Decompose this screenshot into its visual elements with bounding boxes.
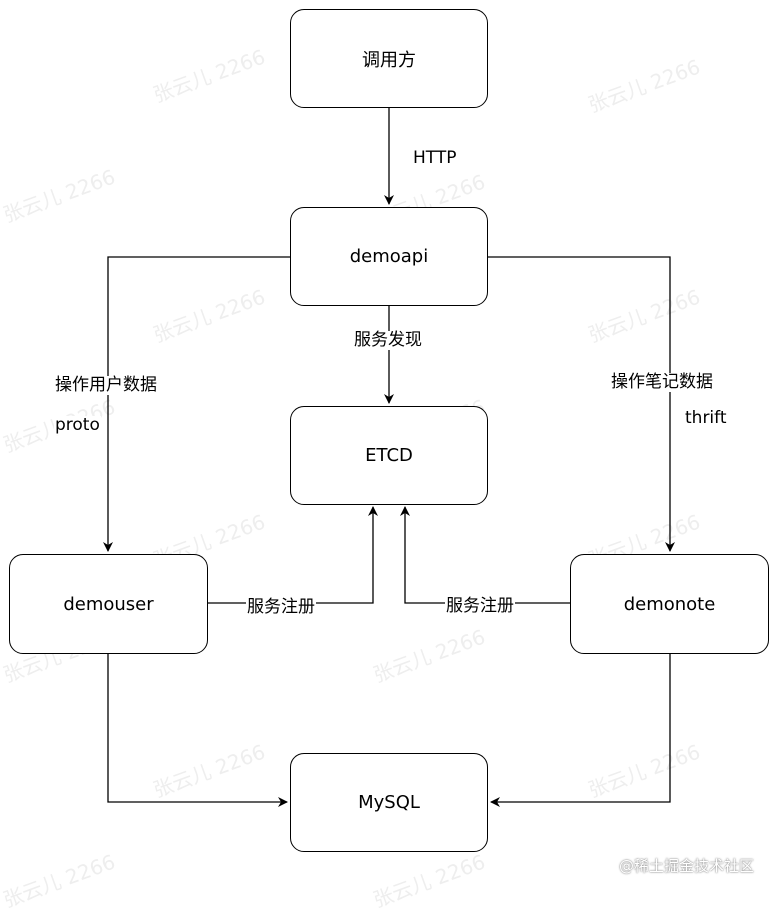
footer-watermark: @稀土掘金技术社区 — [618, 857, 754, 875]
edge-demonote-mysql — [490, 654, 671, 807]
node-demouser: demouser — [9, 554, 208, 654]
node-demonote: demonote — [570, 554, 769, 654]
edge-demoapi-demouser — [103, 256, 290, 552]
label-user-ops: 操作用户数据 — [54, 375, 158, 395]
node-etcd: ETCD — [290, 406, 488, 505]
edge-demouser-mysql — [107, 654, 288, 807]
label-register-right: 服务注册 — [445, 596, 515, 616]
label-register-left: 服务注册 — [246, 597, 316, 617]
label-proto: proto — [54, 415, 101, 435]
node-mysql: MySQL — [290, 753, 488, 852]
node-demoapi: demoapi — [290, 207, 488, 306]
node-caller: 调用方 — [290, 9, 488, 108]
edge-demonote-etcd — [400, 506, 570, 604]
label-http: HTTP — [412, 148, 458, 168]
edge-demoapi-demonote — [488, 256, 675, 552]
label-service-discovery: 服务发现 — [353, 330, 423, 350]
edge-demouser-etcd — [208, 506, 378, 604]
label-thrift: thrift — [684, 408, 728, 428]
label-note-ops: 操作笔记数据 — [610, 372, 714, 392]
